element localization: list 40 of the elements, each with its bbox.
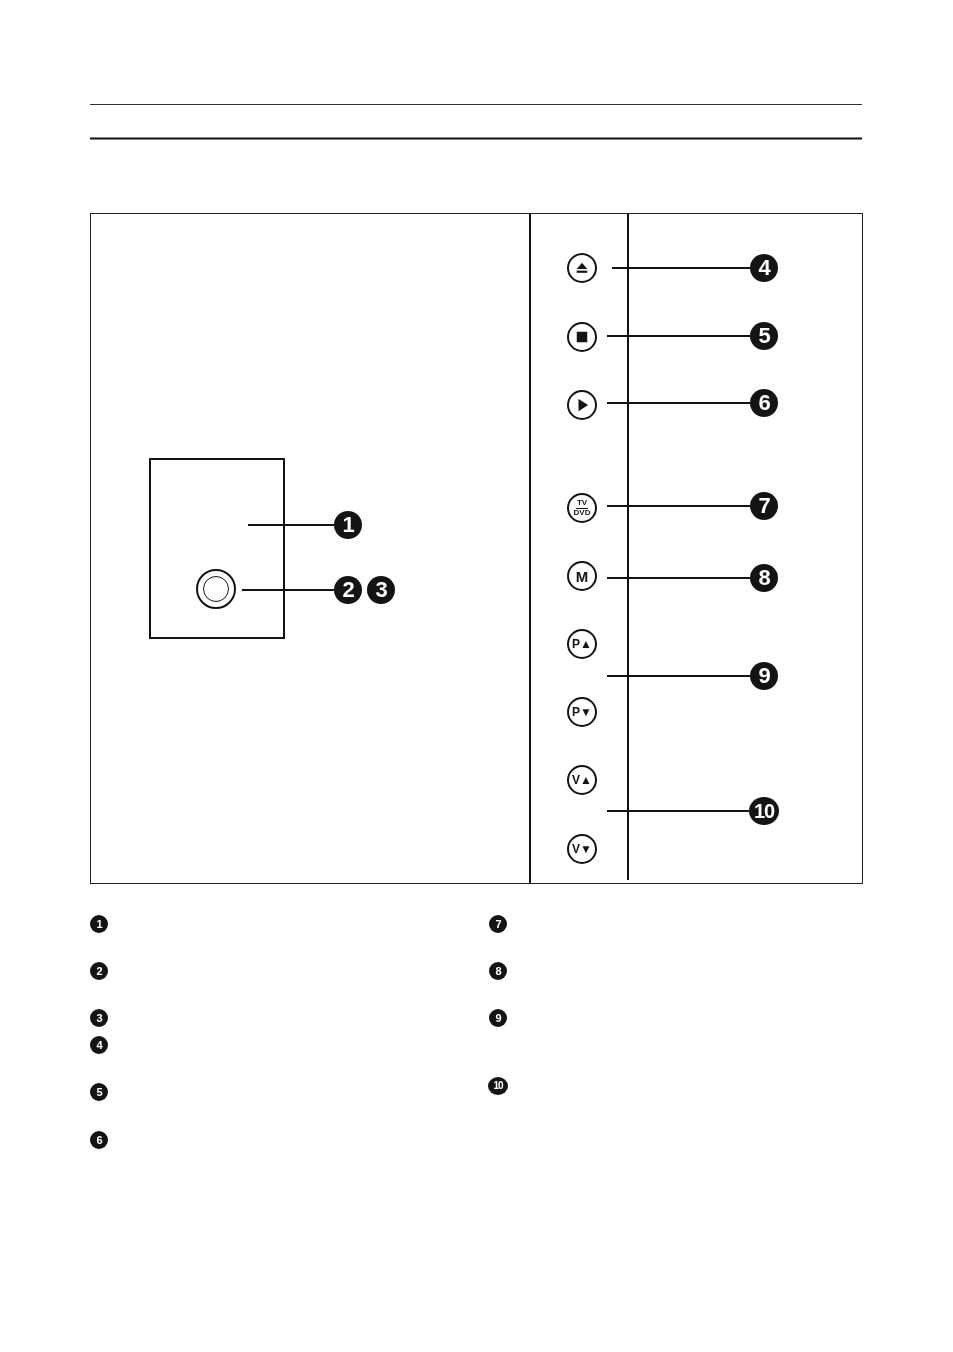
callout-number: 3 xyxy=(90,1009,108,1027)
callout-number: 6 xyxy=(750,389,778,417)
tv-dvd-button: TV DVD xyxy=(567,493,597,523)
callout-number: 8 xyxy=(750,564,778,592)
front-panel xyxy=(149,458,285,639)
callout-number: 5 xyxy=(750,322,778,350)
callout-number: 7 xyxy=(489,915,507,933)
leader-line xyxy=(606,810,750,812)
eject-button xyxy=(567,253,597,283)
callout-number: 4 xyxy=(90,1036,108,1054)
p-down-button: P▼ xyxy=(567,697,597,727)
leader-line xyxy=(606,675,751,677)
p-up-button: P▲ xyxy=(567,629,597,659)
leader-line xyxy=(247,524,335,526)
callout-number: 2 xyxy=(90,962,108,980)
callout-number: 9 xyxy=(489,1009,507,1027)
stop-button xyxy=(567,322,597,352)
play-button xyxy=(567,390,597,420)
callout-number: 9 xyxy=(750,662,778,690)
callout-number: 6 xyxy=(90,1131,108,1149)
callout-number: 1 xyxy=(334,511,362,539)
leader-line xyxy=(606,577,751,579)
callout-number: 2 xyxy=(334,576,362,604)
callout-number: 3 xyxy=(367,576,395,604)
leader-line xyxy=(606,402,751,404)
callout-number: 10 xyxy=(749,797,779,825)
m-button: M xyxy=(567,561,597,591)
callout-number: 5 xyxy=(90,1083,108,1101)
leader-line xyxy=(611,267,751,269)
leader-line xyxy=(241,589,335,591)
callout-number: 4 xyxy=(750,254,778,282)
leader-line xyxy=(606,505,751,507)
callout-number: 7 xyxy=(750,492,778,520)
callout-number: 1 xyxy=(90,915,108,933)
v-up-button: V▲ xyxy=(567,765,597,795)
round-socket xyxy=(196,569,236,609)
leader-line xyxy=(606,335,751,337)
callout-number: 10 xyxy=(488,1077,508,1095)
callout-number: 8 xyxy=(489,962,507,980)
v-down-button: V▼ xyxy=(567,834,597,864)
